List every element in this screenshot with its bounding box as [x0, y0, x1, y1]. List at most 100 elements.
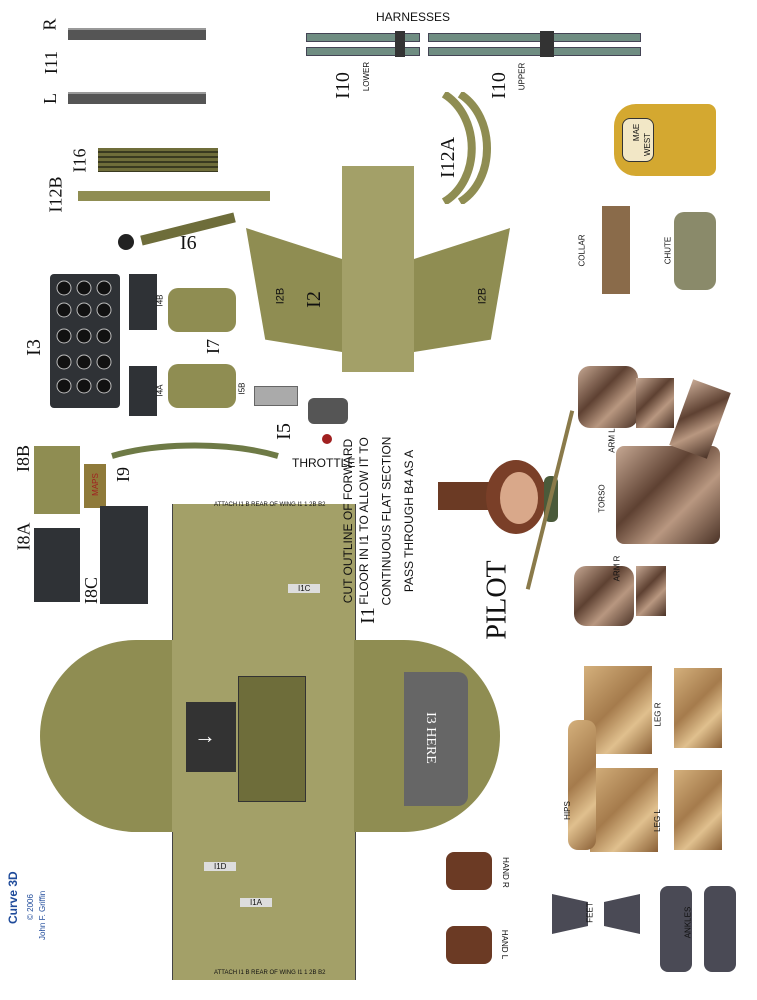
- mae-west-label-1: MAE: [632, 123, 642, 142]
- pilot-face: [500, 472, 538, 524]
- chute-label: CHUTE: [663, 236, 673, 265]
- part-label-i8b: I8B: [13, 445, 33, 472]
- harness-upper-strap-2: [428, 47, 641, 56]
- maps-case: [84, 464, 106, 508]
- ankles-part-left: [660, 886, 692, 972]
- part-label-i16: I16: [69, 148, 90, 173]
- floor-tag-2: I1D: [204, 862, 237, 871]
- part-label-i3: I3: [22, 339, 45, 356]
- hand-r-label: HAND R: [500, 857, 510, 888]
- part-label-i2b-left: I2B: [274, 287, 287, 305]
- harness-lower-strap: [306, 33, 420, 42]
- arm-r-label: ARM R: [612, 555, 622, 582]
- part-i7-bottom: [168, 364, 236, 408]
- subpanel-i4a: [126, 366, 157, 416]
- strip-i16: [98, 148, 218, 172]
- seat-i2-right-wing: [414, 228, 510, 352]
- leg-l-part-2: [674, 770, 722, 850]
- box-i8a: [34, 528, 80, 602]
- rail-i11-r: [68, 28, 206, 40]
- part-label-i2: I2: [302, 291, 325, 308]
- strap-i9: [111, 442, 279, 459]
- part-sublabel-upper: UPPER: [517, 62, 527, 91]
- part-label-i6: I6: [180, 232, 197, 254]
- floor-hatch-panel: [238, 676, 306, 802]
- author: John F. Griffin: [38, 890, 47, 940]
- seat-i2-center: [342, 166, 414, 372]
- part-label-i7: I7: [203, 339, 223, 354]
- leg-l-part: [590, 768, 658, 852]
- instrument-panel-i3: [50, 274, 120, 408]
- harnesses-title: HARNESSES: [376, 10, 451, 24]
- i3-here-block: [404, 672, 468, 806]
- attach-note-bottom: ATTACH I1 B REAR OF WING I1 1 2B B2: [214, 970, 326, 976]
- i1-note-line-4: CONTINUOUS FLAT SECTION: [379, 436, 394, 606]
- part-label-l: L: [40, 93, 60, 104]
- harness-buckle: [540, 31, 554, 57]
- part-label-i12b: I12B: [45, 176, 66, 213]
- mae-west-label-2: WEST: [643, 132, 653, 157]
- throttle-body: [308, 398, 348, 424]
- ankles-part-right: [704, 886, 736, 972]
- throttle-knob: [322, 434, 332, 444]
- arc-i12a: [441, 92, 491, 204]
- subpanel-i4b: [126, 274, 157, 330]
- part-label-i8a: I8A: [13, 522, 34, 551]
- harness-upper-strap: [428, 33, 641, 42]
- lever-i6-knob: [118, 234, 134, 250]
- gauges: [56, 280, 112, 394]
- part-label-i11: I11: [41, 50, 62, 75]
- feet-label: FEET: [585, 902, 595, 923]
- hips-part: [568, 720, 596, 850]
- mae-west-patch: [622, 118, 654, 162]
- part-label-r: R: [39, 18, 60, 31]
- part-label-i12a: I12A: [437, 136, 460, 179]
- box-i8b: [34, 446, 80, 514]
- part-label-i2b-right: I2B: [476, 287, 489, 305]
- copyright: © 2006: [26, 894, 35, 920]
- hand-l-label: HAND L: [500, 929, 510, 960]
- strip-i12b: [78, 191, 270, 201]
- torso-label: TORSO: [597, 484, 607, 513]
- leg-r-part-2: [674, 668, 722, 748]
- part-label-i4a: I4A: [155, 384, 165, 397]
- part-label-i4b: I4B: [155, 294, 165, 307]
- hand-r-part: [446, 852, 492, 890]
- arm-l-part-2: [636, 378, 674, 428]
- collar-part: [602, 206, 630, 294]
- arm-l-label: ARM L: [607, 428, 617, 453]
- i1-note-line-3: PASS THROUGH B4 AS A: [402, 449, 417, 593]
- part-label-i1: I1: [356, 607, 379, 624]
- i1-note-line-1: CUT OUTLINE OF FORWARD: [341, 438, 356, 604]
- torso-part: [616, 446, 720, 544]
- leg-l-label: LEG L: [652, 809, 662, 832]
- chute-part: [674, 212, 716, 290]
- floor-tag-3: I1A: [240, 898, 273, 907]
- ankles-label: ANKLES: [683, 906, 693, 939]
- rail-i11-l: [68, 92, 206, 104]
- hand-l-part: [446, 926, 492, 964]
- arm-r-part-2: [636, 566, 666, 616]
- hips-label: HIPS: [562, 801, 572, 820]
- pilot-title: PILOT: [481, 560, 513, 640]
- feet-part-right: [604, 894, 640, 934]
- part-i5b: [254, 386, 298, 406]
- logo: Curve 3D: [6, 871, 20, 924]
- floor-arrow-plate: [186, 702, 236, 772]
- floor-tag-1: I1C: [288, 584, 321, 593]
- leg-r-label: LEG R: [653, 702, 663, 727]
- harness-buckle: [395, 31, 405, 57]
- part-label-i8c: I8C: [81, 577, 101, 604]
- maps-label: MAPS: [90, 473, 100, 496]
- attach-note-top: ATTACH I1 B REAR OF WING I1 1 2B B2: [214, 502, 326, 508]
- part-i7-top: [168, 288, 236, 332]
- arm-l-part: [578, 366, 638, 428]
- throttle-title: THROTTLE: [292, 456, 356, 470]
- harness-lower-strap-2: [306, 47, 420, 56]
- i1-note-line-2: FLOOR IN I1 TO ALLOW IT TO: [356, 437, 371, 605]
- part-label-i9: I9: [113, 467, 133, 482]
- box-i8c: [100, 506, 148, 604]
- part-label-i10-lower: I10: [331, 72, 354, 99]
- part-label-i5b: I5B: [237, 382, 247, 395]
- part-sublabel-lower: LOWER: [362, 61, 372, 92]
